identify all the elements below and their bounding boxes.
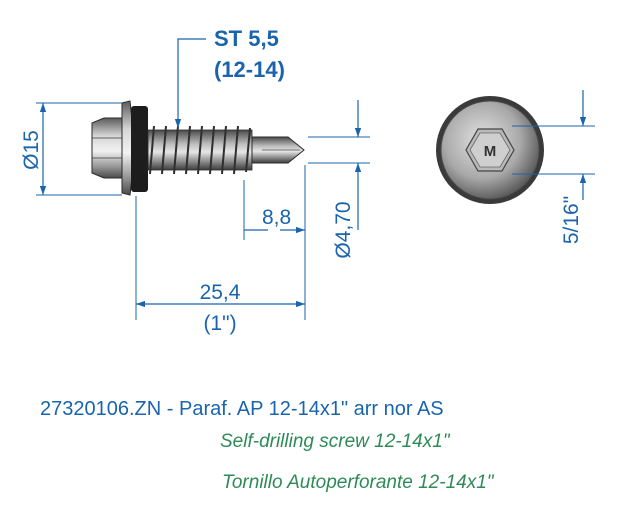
hex-size-dim: 5/16" bbox=[560, 196, 583, 244]
total-length-dim: 25,4 bbox=[200, 281, 241, 304]
total-length-inch-dim: (1") bbox=[203, 312, 236, 335]
screw-hex-head bbox=[91, 117, 125, 179]
thread-spec-label: ST 5,5 bbox=[214, 26, 279, 51]
screw-side-view bbox=[91, 100, 305, 196]
thread-spec-gauge: (12-14) bbox=[214, 57, 285, 82]
extension-lines bbox=[36, 102, 595, 320]
screw-threads bbox=[149, 125, 251, 175]
dimension-lines bbox=[39, 38, 587, 308]
manufacturer-logo: M bbox=[484, 143, 497, 160]
spanish-caption: Tornillo Autoperforante 12-14x1" bbox=[222, 472, 494, 493]
english-caption: Self-drilling screw 12-14x1" bbox=[220, 431, 450, 452]
product-code-caption: 27320106.ZN - Paraf. AP 12-14x1" arr nor… bbox=[40, 398, 444, 420]
drill-length-dim: 8,8 bbox=[262, 206, 291, 229]
drill-diameter-dim: Ø4,70 bbox=[332, 201, 355, 258]
washer-diameter-dim: Ø15 bbox=[20, 130, 43, 170]
epdm-washer bbox=[131, 106, 148, 192]
